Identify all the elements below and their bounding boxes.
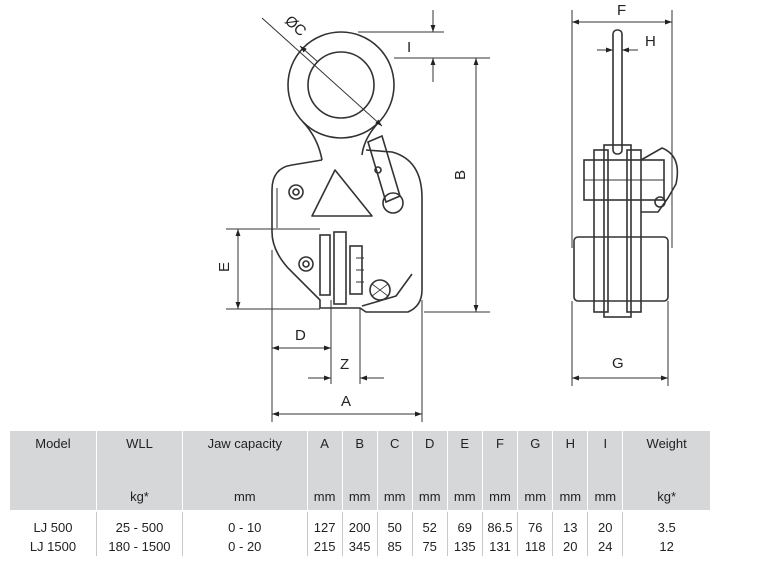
table-cell: 20 (587, 511, 623, 537)
table-cell: 24 (587, 537, 623, 556)
dim-label-h: H (645, 33, 656, 50)
table-cell: 76 (517, 511, 553, 537)
table-cell: 180 - 1500 (95, 537, 183, 556)
column-unit: mm (341, 482, 378, 512)
column-unit: mm (552, 482, 588, 512)
table-cell: 75 (411, 537, 448, 556)
dim-label-d: D (295, 327, 306, 344)
table-cell: 3.5 (622, 511, 710, 537)
column-unit: mm (481, 482, 518, 512)
table-cell: 200 (341, 511, 378, 537)
column-header: Weight (622, 431, 710, 482)
front-dimensions (226, 10, 490, 422)
table-cell: 131 (481, 537, 518, 556)
column-unit: kg* (95, 482, 183, 512)
table-cell: 20 (552, 537, 588, 556)
table-cell: 86.5 (481, 511, 518, 537)
column-unit: mm (376, 482, 413, 512)
column-header: E (446, 431, 483, 482)
column-unit: mm (306, 482, 343, 512)
column-header: C (376, 431, 413, 482)
dim-label-z: Z (340, 356, 349, 373)
dim-label-a: A (341, 393, 351, 410)
jaw-block-side (573, 236, 669, 302)
table-cell: 215 (306, 537, 343, 556)
table-cell: 50 (376, 511, 413, 537)
dim-label-g: G (612, 355, 624, 372)
dim-label-b: B (452, 170, 469, 180)
column-header: WLL (95, 431, 183, 482)
column-header: H (552, 431, 588, 482)
dim-label-f: F (617, 2, 626, 19)
column-header: Model (10, 431, 97, 482)
dim-label-i: I (407, 39, 411, 56)
side-dimensions (571, 10, 673, 386)
column-header: B (341, 431, 378, 482)
table-cell: 52 (411, 511, 448, 537)
table-cell: 12 (622, 537, 710, 556)
table-cell: 85 (376, 537, 413, 556)
table-cell: 0 - 10 (181, 511, 308, 537)
column-unit: mm (181, 482, 308, 512)
column-unit: mm (446, 482, 483, 512)
dim-label-e: E (216, 262, 233, 272)
column-header: A (306, 431, 343, 482)
table-cell: 127 (306, 511, 343, 537)
column-header: G (517, 431, 553, 482)
column-header: D (411, 431, 448, 482)
table-cell: 25 - 500 (95, 511, 183, 537)
table-cell: LJ 1500 (29, 539, 77, 554)
table-cell: 345 (341, 537, 378, 556)
side-view (573, 29, 679, 318)
technical-drawing: ØC I B E D Z A F H G (216, 2, 679, 422)
column-unit: kg* (622, 482, 710, 512)
table-cell: 135 (446, 537, 483, 556)
column-unit: mm (517, 482, 553, 512)
column-header: Jaw capacity (181, 431, 308, 482)
table-cell: 13 (552, 511, 588, 537)
table-cell: 118 (517, 537, 553, 556)
table-cell: 69 (446, 511, 483, 537)
front-view (271, 31, 423, 313)
dim-label-c: ØC (281, 12, 309, 40)
table-cell: 0 - 20 (181, 537, 308, 556)
lifting-eye-inner (307, 51, 375, 119)
lifting-eye-side (612, 29, 623, 155)
column-unit (10, 482, 97, 512)
column-header: F (481, 431, 518, 482)
clamp-body (271, 149, 423, 313)
table-cell: LJ 500 (33, 520, 73, 535)
column-header: I (587, 431, 623, 482)
lifting-eye-outer (287, 31, 395, 139)
triangle-window (311, 169, 373, 217)
column-unit: mm (411, 482, 448, 512)
column-unit: mm (587, 482, 623, 512)
